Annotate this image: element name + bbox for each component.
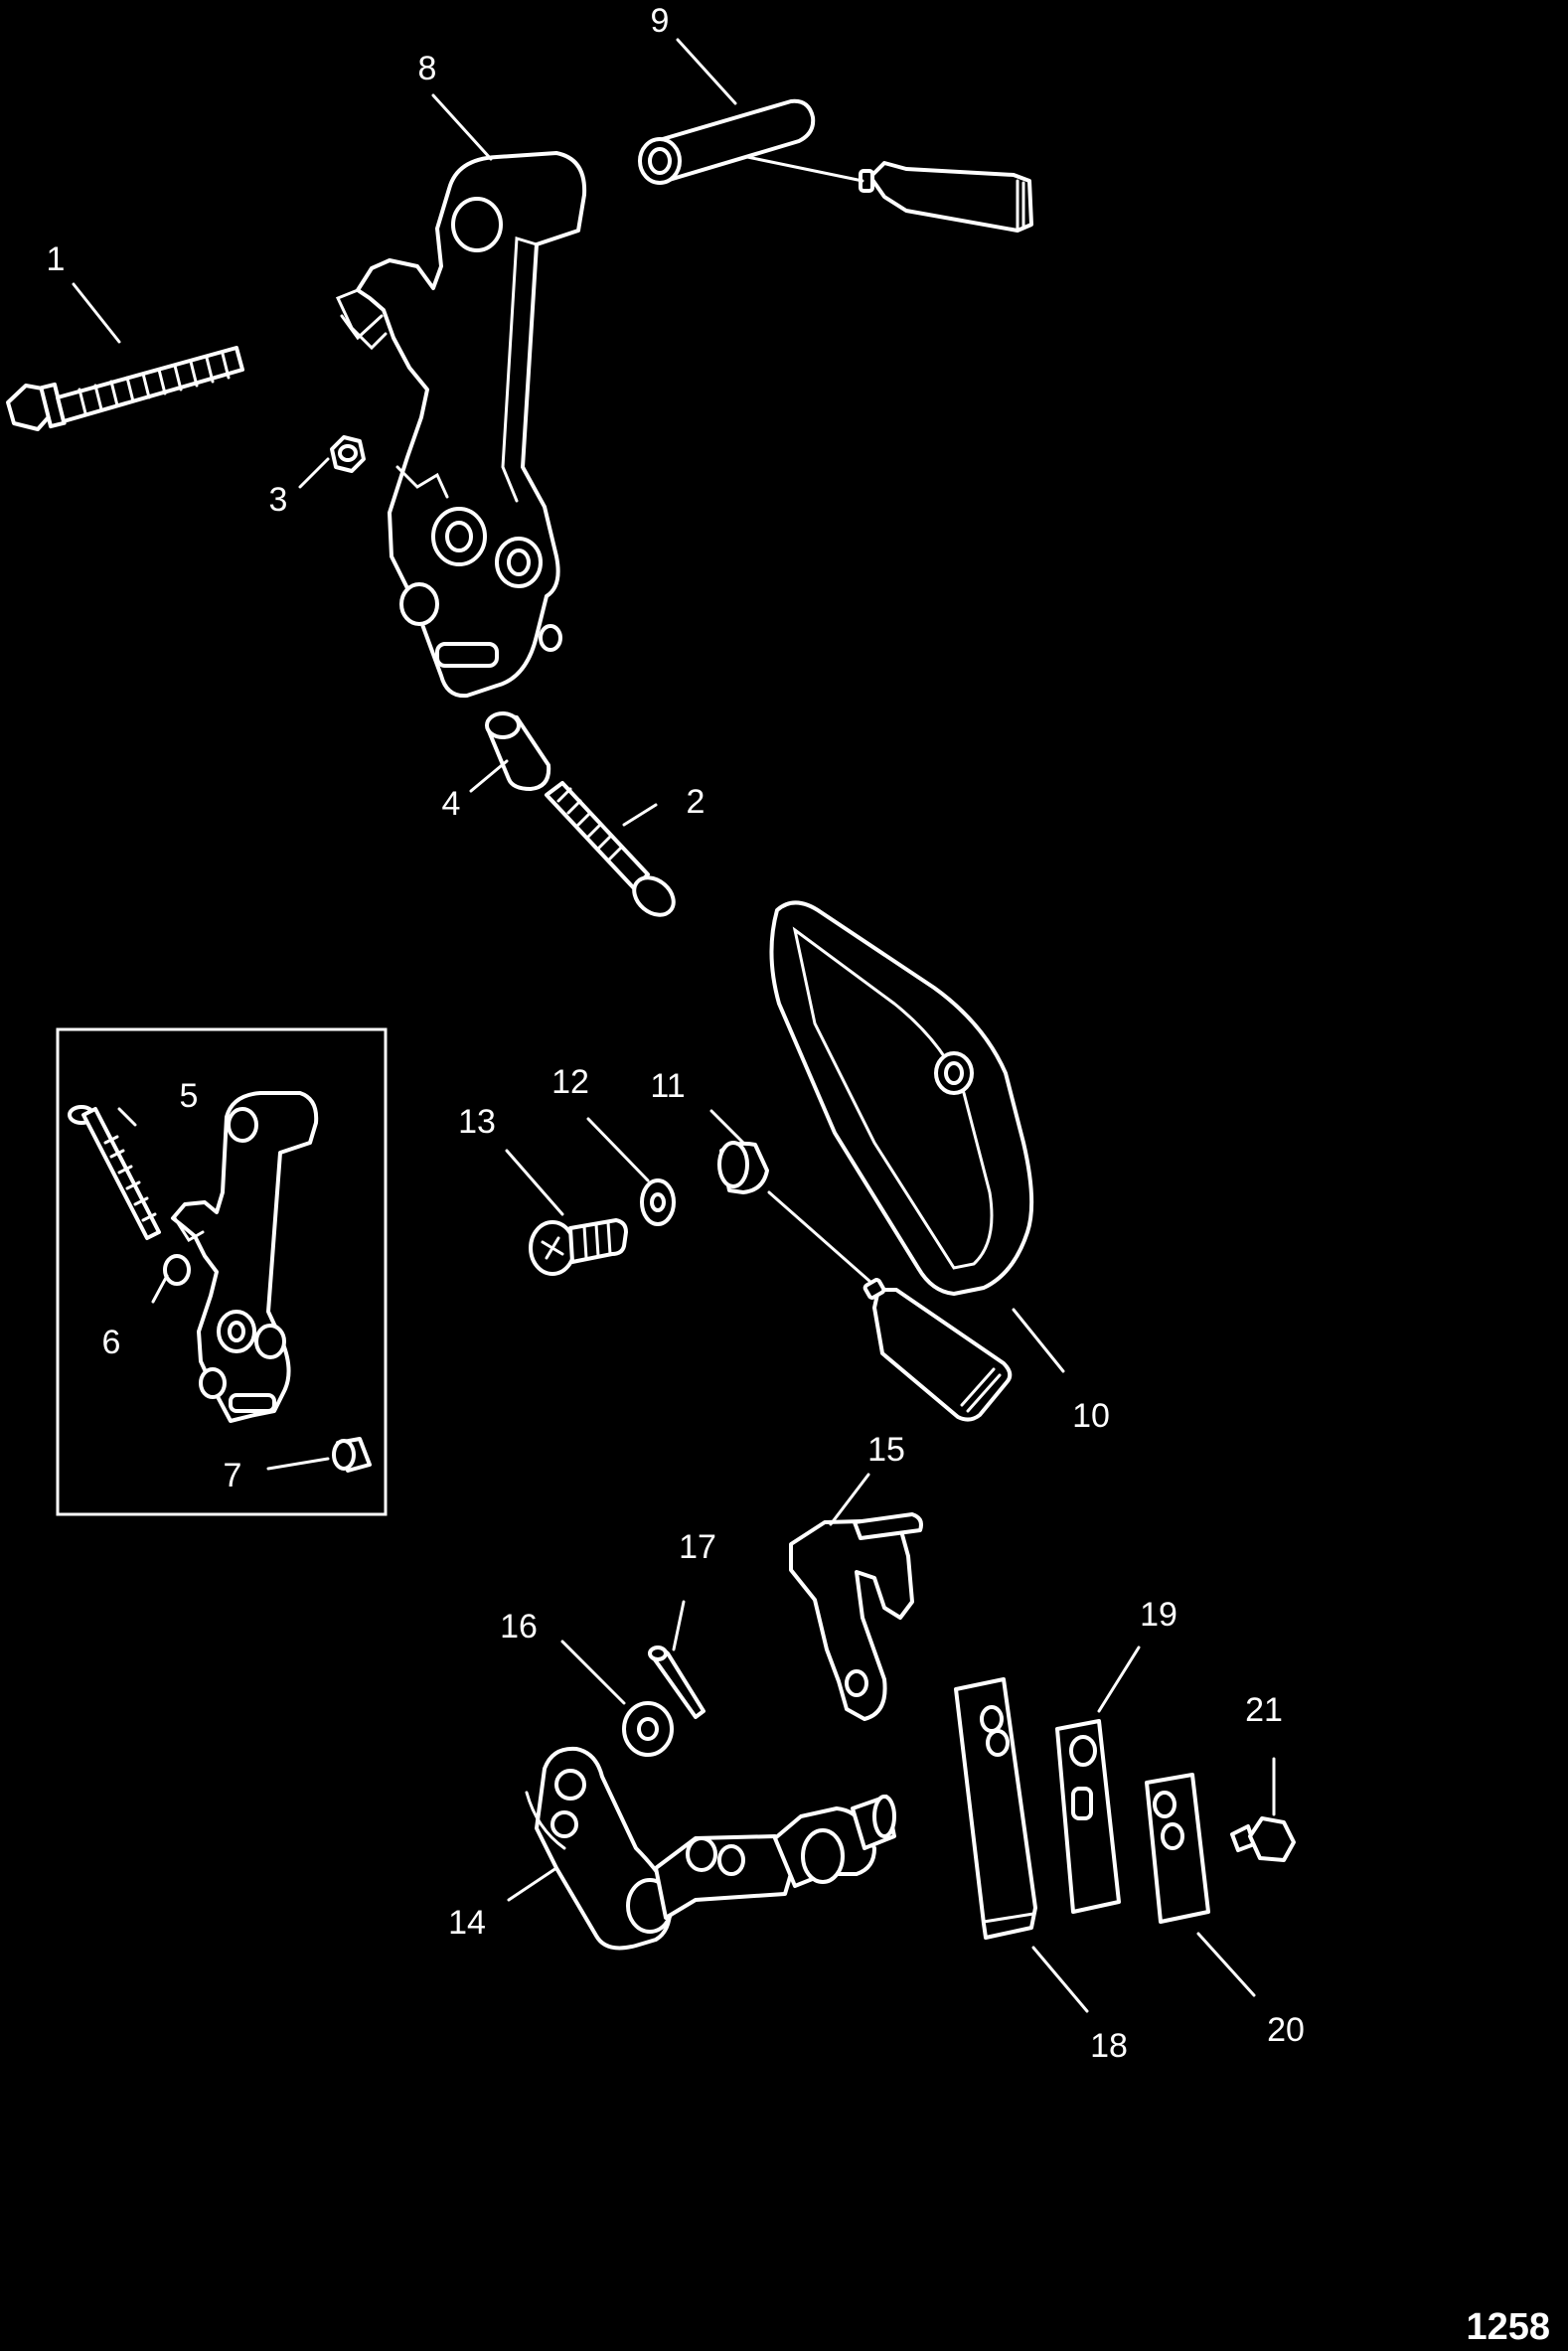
part-10-cover: [769, 900, 1034, 1296]
callout-21: 21: [1245, 1691, 1283, 1729]
part-2-screw: [545, 781, 676, 917]
part-14-shaft-assembly: [525, 1746, 896, 1951]
part-12-washer: [640, 1178, 676, 1226]
figure-number: 1258: [1466, 2306, 1550, 2348]
part-15-bracket: [789, 1512, 923, 1721]
part-16-washer: [622, 1701, 674, 1757]
callout-17: 17: [679, 1528, 716, 1566]
callout-18: 18: [1090, 2027, 1128, 2065]
callout-12: 12: [551, 1063, 589, 1101]
callout-11: 11: [650, 1067, 685, 1105]
callout-7: 7: [224, 1457, 242, 1494]
part-21-bolt: [1230, 1816, 1296, 1862]
part-9-pin: [638, 98, 816, 185]
part-4-spacer: [485, 711, 551, 791]
callout-5: 5: [180, 1077, 199, 1115]
part-3-nut: [330, 435, 366, 473]
grease-tube-95-middle: 95: [862, 1278, 1013, 1422]
callout-10: 10: [1072, 1397, 1110, 1435]
callout-14: 14: [448, 1904, 486, 1942]
callout-9: 9: [651, 2, 670, 40]
part-8-arm: [335, 151, 587, 699]
leader-lines: [72, 38, 1276, 2013]
callout-4: 4: [442, 785, 461, 823]
part-7-sleeve: [332, 1437, 372, 1473]
tube-label-top: 95: [948, 182, 979, 213]
part-6-nut: [163, 1254, 191, 1286]
part-17-cotter-pin: [648, 1646, 706, 1719]
callout-1: 1: [47, 240, 66, 278]
part-1-bolt: [6, 346, 244, 431]
part-13-screw: [529, 1218, 628, 1276]
part-19-plate: [1055, 1719, 1121, 1914]
callout-19: 19: [1140, 1596, 1177, 1634]
inset-box: [56, 1027, 388, 1516]
callout-13: 13: [458, 1103, 496, 1141]
inset-arm: [171, 1091, 319, 1423]
part-18-plate: [954, 1677, 1037, 1940]
part-11-bushing: [717, 1141, 769, 1194]
callout-20: 20: [1267, 2011, 1305, 2049]
callout-labels: 1 2 3 4 5 6 7 8 9 10 11 12 13 14 15 16 1…: [47, 2, 1550, 2348]
callout-3: 3: [269, 481, 288, 519]
callout-8: 8: [418, 50, 437, 87]
callout-2: 2: [687, 783, 706, 821]
part-5-bolt: [68, 1105, 161, 1240]
part-20-plate: [1145, 1773, 1210, 1924]
grease-tube-95-top: 95: [859, 161, 1033, 233]
callout-6: 6: [102, 1324, 121, 1361]
tube-label-middle: 95: [936, 1348, 967, 1379]
callout-15: 15: [867, 1431, 905, 1469]
callout-16: 16: [500, 1608, 538, 1646]
